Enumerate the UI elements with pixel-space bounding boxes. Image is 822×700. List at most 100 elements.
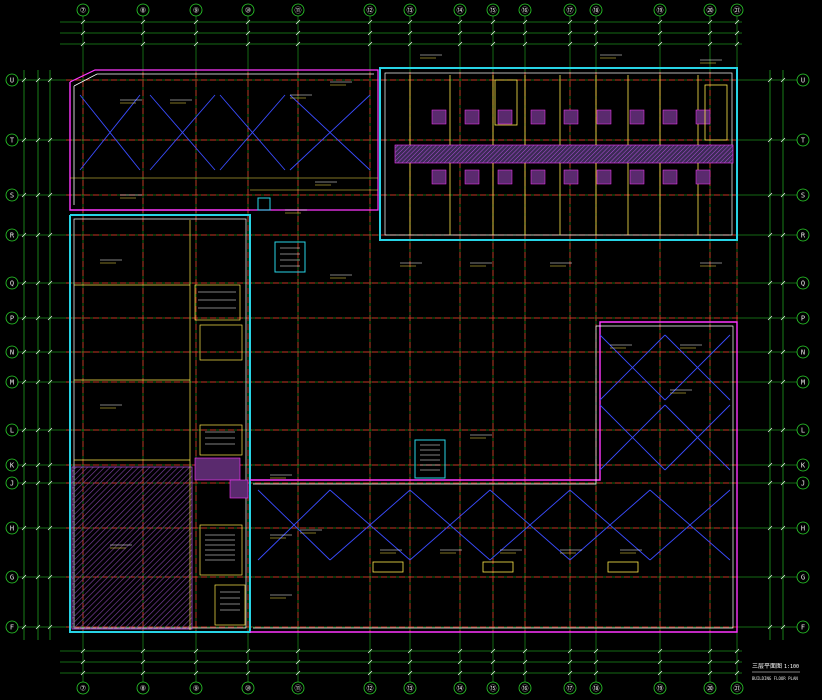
row-bubble: F [5,620,19,634]
row-bubble: Q [796,276,810,290]
row-bubble: R [796,228,810,242]
column-bubble: ⑯ [518,681,532,695]
svg-text:F: F [801,624,805,632]
dimension-lines [23,21,784,674]
svg-text:⑪: ⑪ [295,685,302,693]
row-bubble: M [796,375,810,389]
row-bubble: L [5,423,19,437]
svg-text:P: P [801,315,805,323]
svg-text:K: K [801,462,806,470]
row-bubble: H [796,521,810,535]
svg-text:⑩: ⑩ [245,7,251,15]
svg-text:⑨: ⑨ [193,685,199,693]
svg-text:M: M [801,379,805,387]
column-bubble: ⑭ [453,681,467,695]
row-bubble: K [5,458,19,472]
column-bubble: ⑳ [703,3,717,17]
left-wing [69,214,251,633]
svg-text:⑮: ⑮ [490,685,497,693]
svg-text:U: U [801,77,805,85]
drawing-title-block: 三层平面图 1:100 BUILDING FLOOR PLAN [752,663,800,681]
column-bubble: ⑭ [453,3,467,17]
bottom-wing [250,321,738,633]
column-bubble: ⑬ [403,3,417,17]
column-bubble: ⑲ [653,3,667,17]
svg-text:⑯: ⑯ [522,7,529,15]
svg-text:F: F [10,624,14,632]
svg-text:P: P [10,315,14,323]
row-bubble: M [5,375,19,389]
column-bubble: ⑩ [241,681,255,695]
column-bubble: ⑬ [403,681,417,695]
column-bubble: ⑱ [589,681,603,695]
svg-text:R: R [801,232,806,240]
svg-text:J: J [10,480,14,488]
svg-text:T: T [801,137,806,145]
row-bubble: S [5,188,19,202]
svg-text:⑮: ⑮ [490,7,497,15]
row-bubble: Q [5,276,19,290]
column-bubble: ⑫ [363,681,377,695]
row-bubble: S [796,188,810,202]
svg-text:H: H [801,525,805,533]
svg-text:R: R [10,232,15,240]
row-bubble: T [5,133,19,147]
svg-text:⑧: ⑧ [140,685,146,693]
svg-text:Q: Q [10,280,14,288]
row-bubble: N [5,345,19,359]
svg-text:Q: Q [801,280,805,288]
row-bubble: G [796,570,810,584]
svg-text:K: K [10,462,15,470]
svg-text:⑭: ⑭ [457,685,464,693]
svg-text:⑦: ⑦ [80,685,86,693]
svg-text:⑫: ⑫ [367,7,374,15]
column-bubble: ⑦ [76,681,90,695]
svg-text:⑪: ⑪ [295,7,302,15]
column-bubble: ⑯ [518,3,532,17]
svg-text:⑬: ⑬ [407,7,414,15]
row-bubble: G [5,570,19,584]
row-bubble: L [796,423,810,437]
svg-text:N: N [801,349,805,357]
svg-text:L: L [10,427,14,435]
column-bubble: ⑳ [703,681,717,695]
column-bubble: ⑪ [291,3,305,17]
upper-right-block [379,67,738,241]
column-bubble: ⑪ [291,681,305,695]
svg-text:G: G [10,574,14,582]
svg-text:M: M [10,379,14,387]
stair-symbols [274,241,446,479]
svg-text:⑲: ⑲ [657,7,664,15]
column-bubble: ⑫ [363,3,377,17]
row-bubble: F [796,620,810,634]
row-bubble: U [796,73,810,87]
svg-text:⑱: ⑱ [593,685,600,693]
svg-text:S: S [801,192,805,200]
dimension-ticks [21,19,786,676]
column-bubble: ⑧ [136,3,150,17]
svg-text:H: H [10,525,14,533]
drawing-title: 三层平面图 [752,663,782,670]
column-bubble: ⑧ [136,681,150,695]
row-bubble: P [5,311,19,325]
column-bubble: ⑦ [76,3,90,17]
column-bubble: ⑰ [563,681,577,695]
column-bubble: ⑱ [589,3,603,17]
column-bubble: ⑨ [189,3,203,17]
svg-text:⑩: ⑩ [245,685,251,693]
svg-text:⑫: ⑫ [367,685,374,693]
svg-text:⑯: ⑯ [522,685,529,693]
svg-text:⑳: ⑳ [707,685,714,693]
svg-text:G: G [801,574,805,582]
svg-text:⑬: ⑬ [407,685,414,693]
svg-text:㉑: ㉑ [734,7,741,15]
row-bubble: J [796,476,810,490]
row-bubble: N [796,345,810,359]
column-bubble: ⑨ [189,681,203,695]
svg-text:⑰: ⑰ [567,7,574,15]
upper-left-block [69,69,379,211]
svg-text:㉑: ㉑ [734,685,741,693]
row-bubble: P [796,311,810,325]
